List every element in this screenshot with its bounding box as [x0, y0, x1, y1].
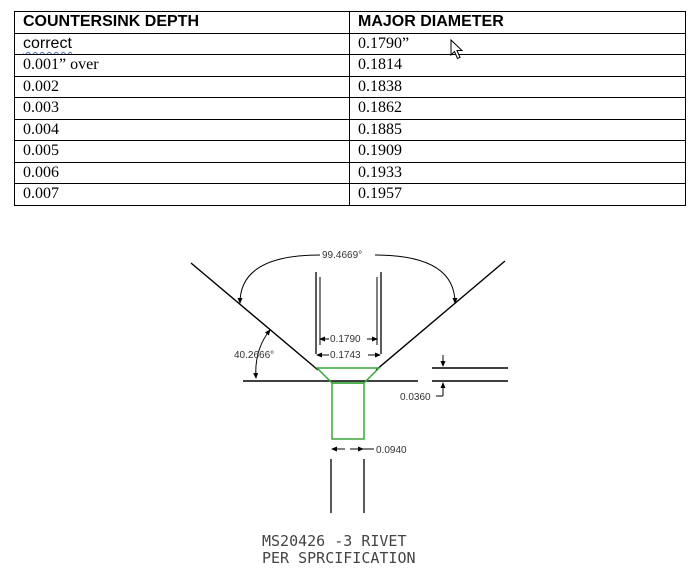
cell-diameter[interactable]: 0.1957 [349, 183, 686, 206]
table-row: 0.005 0.1909 [14, 140, 686, 163]
countersink-right-line [375, 260, 506, 371]
angle-total-label: 99.4669° [322, 250, 362, 261]
cell-depth-text: correct [23, 34, 72, 52]
dim-minor-label: 0.1743 [330, 350, 361, 361]
dim-major-label: 0.1790 [330, 334, 361, 345]
table-row: 0.006 0.1933 [14, 161, 686, 184]
dim-depth-label: 0.0360 [400, 392, 431, 403]
cell-diameter[interactable]: 0.1909 [349, 140, 686, 163]
table-row: 0.003 0.1862 [14, 97, 686, 120]
angle-arc-total [237, 254, 321, 304]
dim-shank-label: 0.0940 [376, 445, 407, 456]
cell-depth[interactable]: 0.001” over [14, 54, 350, 77]
rivet-shank-shape [331, 382, 365, 440]
angle-side-label: 40.2666° [234, 350, 274, 361]
cell-diameter[interactable]: 0.1933 [349, 161, 686, 184]
mouse-pointer-icon [450, 39, 464, 60]
cell-diameter[interactable]: 0.1862 [349, 97, 686, 120]
table-row: 0.007 0.1957 [14, 183, 686, 206]
countersink-table: COUNTERSINK DEPTH MAJOR DIAMETER correct… [14, 11, 686, 206]
countersink-table-container: COUNTERSINK DEPTH MAJOR DIAMETER correct… [14, 11, 686, 206]
caption-line-1: MS20426 -3 RIVET [262, 532, 407, 550]
angle-arc-side [253, 329, 271, 379]
cell-diameter[interactable]: 0.1838 [349, 75, 686, 98]
table-row: 0.001” over 0.1814 [14, 54, 686, 77]
angle-arc-total-right [374, 254, 458, 304]
countersink-left-line [190, 262, 319, 371]
cell-depth[interactable]: 0.002 [14, 75, 350, 98]
cell-diameter[interactable]: 0.1814 [349, 54, 686, 77]
table-row: 0.002 0.1838 [14, 75, 686, 98]
caption-line-2: PER SPRCIFICATION [262, 549, 416, 567]
cell-depth[interactable]: 0.007 [14, 183, 350, 206]
